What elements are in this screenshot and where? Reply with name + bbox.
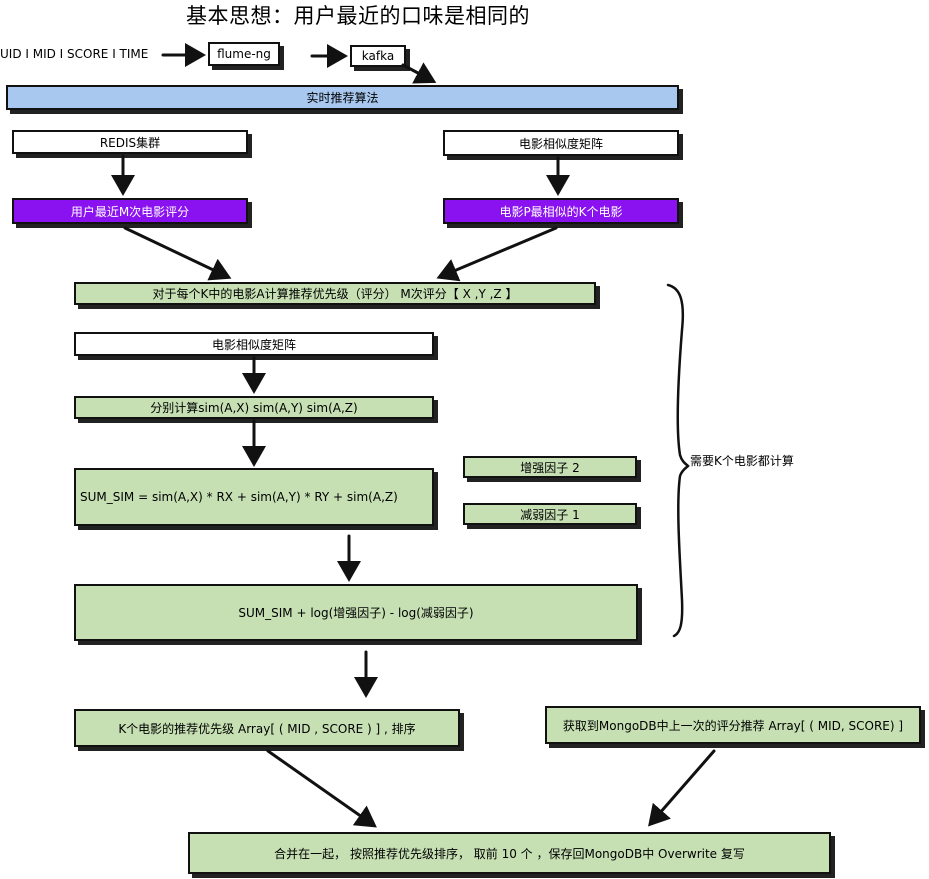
mongodb-previous-box: 获取到MongoDB中上一次的评分推荐 Array[ ( MID, SCORE)… <box>545 706 921 744</box>
arrow-mongo-to-merge <box>648 749 716 827</box>
page-title: 基本思想：用户最近的口味是相同的 <box>186 4 530 28</box>
flume-box: flume-ng <box>208 42 280 66</box>
realtime-algorithm-bar: 实时推荐算法 <box>6 85 679 110</box>
compute-priority-box: 对于每个K中的电影A计算推荐优先级（评分） M次评分【 X ,Y ,Z 】 <box>74 282 596 305</box>
topk-priority-box: K个电影的推荐优先级 Array[ ( MID , SCORE ) ] , 排序 <box>74 709 460 747</box>
calc-similarity-box: 分别计算sim(A,X) sim(A,Y) sim(A,Z) <box>74 396 434 419</box>
boost-factor-box: 增强因子 2 <box>463 456 637 478</box>
merge-save-box: 合并在一起， 按照推荐优先级排序， 取前 10 个 ，保存回MongoDB中 O… <box>188 832 831 874</box>
redis-cluster-box: REDIS集群 <box>12 130 248 154</box>
input-fields-label: UID I MID I SCORE I TIME <box>0 47 149 61</box>
arrow-topk-to-priority <box>436 226 558 282</box>
weaken-factor-box: 减弱因子 1 <box>463 503 637 525</box>
brace-label: 需要K个电影都计算 <box>690 454 794 468</box>
curly-brace <box>666 283 690 638</box>
arrow-topk-to-merge <box>266 749 377 828</box>
final-score-box: SUM_SIM + log(增强因子) - log(减弱因子) <box>74 584 638 641</box>
movie-similarity-matrix-box: 电影相似度矩阵 <box>443 130 679 156</box>
arrow-kafka-to-realtime <box>401 62 437 84</box>
movie-similarity-matrix-mid-box: 电影相似度矩阵 <box>74 332 434 356</box>
movie-topk-similar-box: 电影P最相似的K个电影 <box>443 198 679 224</box>
arrow-user-recent-to-priority <box>123 226 232 281</box>
sum-sim-box: SUM_SIM = sim(A,X) * RX + sim(A,Y) * RY … <box>74 468 434 526</box>
user-recent-ratings-box: 用户最近M次电影评分 <box>12 198 248 224</box>
kafka-box: kafka <box>350 45 406 67</box>
